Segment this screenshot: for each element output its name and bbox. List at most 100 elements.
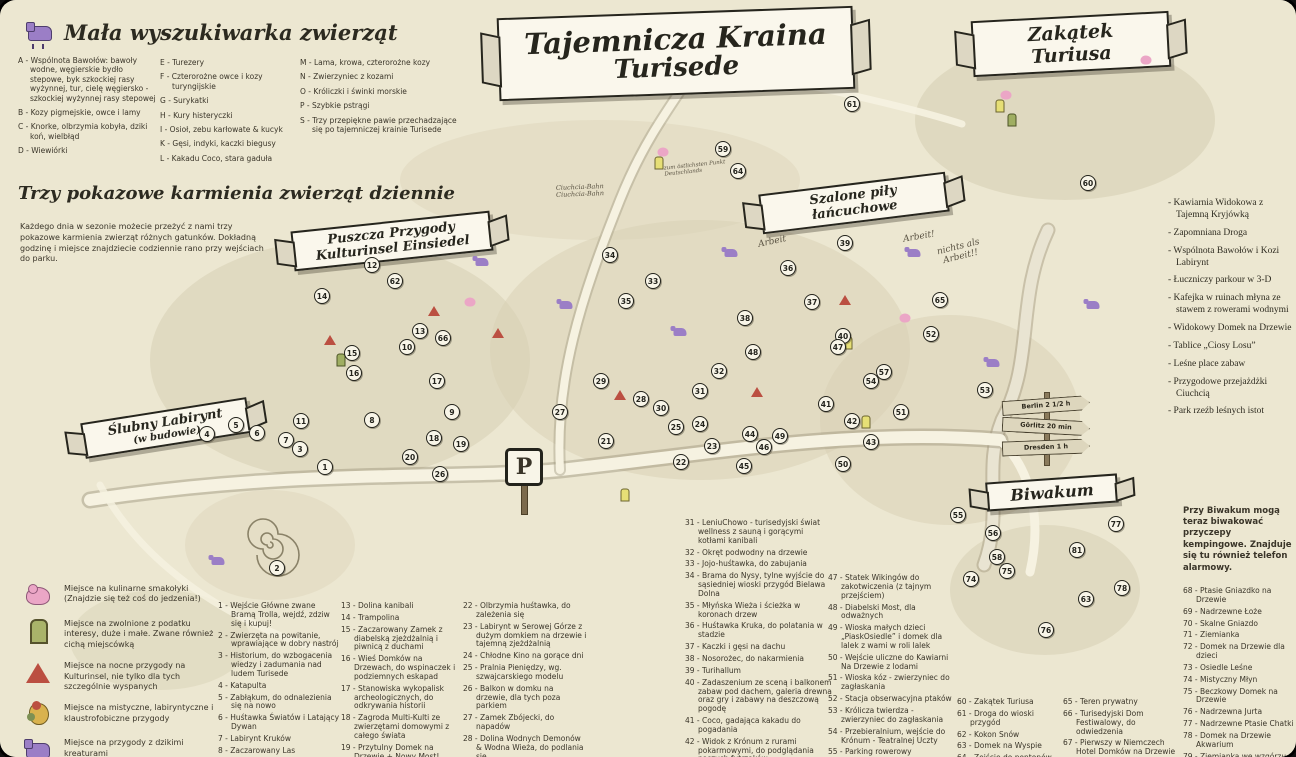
legend-item: 78 - Domek na Drzewie Akwarium: [1183, 730, 1272, 749]
map-marker-38: 38: [737, 310, 753, 326]
legend-item: 2 - Zwierzęta na powitanie, wprawiające …: [218, 630, 339, 649]
mystic-gnome-icon: [26, 703, 52, 727]
pink-icon: [464, 297, 476, 307]
legend-item: 38 - Nosorożec, do nakarmienia: [685, 653, 804, 663]
animal-finder-header: Mała wyszukiwarka zwierząt: [28, 20, 398, 45]
map-marker-34: 34: [602, 247, 618, 263]
legend-item: 3 - Historium, do wzbogacenia wiedzy i z…: [218, 651, 333, 678]
legend-item: 48 - Diabelski Most, dla odważnych: [828, 602, 916, 621]
map-marker-47: 47: [830, 339, 846, 355]
legend-item: 22 - Olbrzymia huśtawka, do zależenia si…: [463, 601, 571, 619]
attraction-list-item: - Park rzeźb leśnych istot: [1168, 406, 1265, 417]
map-marker-1: 1: [317, 459, 333, 475]
legend-item: 25 - Pralnia Pieniędzy, wg. szwajcarskie…: [463, 663, 564, 681]
map-marker-16: 16: [346, 365, 362, 381]
legend-item: 5 - Zabłąkum, do odnalezienia się na now…: [218, 692, 332, 711]
map-marker-35: 35: [618, 293, 634, 309]
map-marker-25: 25: [668, 419, 684, 435]
legend-item: 1 - Wejście Główne zwane Bramą Trolla, w…: [218, 601, 330, 628]
ribbon-tail-icon: [480, 32, 503, 89]
animal-finder-item: F - Czterorożne owce i kozy turyngijskie: [160, 72, 263, 91]
map-marker-33: 33: [645, 273, 661, 289]
legend-item: 33 - Jojo-huśtawka, do zabujania: [685, 559, 807, 569]
szalone-pily-label: Szalone piły łańcuchowe: [808, 182, 899, 224]
legend-item: 67 - Pierwszy w Niemczech Hotel Domków n…: [1063, 738, 1176, 757]
animal-finder-item: K - Gęsi, indyki, kaczki biegusy: [160, 139, 276, 149]
map-marker-29: 29: [593, 373, 609, 389]
animal-finder-col1: A - Wspólnota Bawołów: bawoły wodne, węg…: [18, 56, 156, 160]
animal-finder-title: Mała wyszukiwarka zwierząt: [64, 20, 398, 45]
legend-item: 54 - Przebieralnium, wejście do Krónum -…: [828, 726, 946, 745]
map-marker-3: 3: [292, 441, 308, 457]
legend-item: 52 - Stacja obserwacyjna ptaków: [828, 694, 952, 704]
cow-icon: [983, 357, 1000, 367]
pink-icon: [1140, 55, 1152, 65]
legend-item: 60 - Zakątek Turiusa: [957, 697, 1034, 706]
map-marker-23: 23: [704, 438, 720, 454]
legend-item: 49 - Wioska małych dzieci „PiaskOsiedle”…: [828, 623, 943, 650]
map-marker-15: 15: [344, 345, 360, 361]
animal-finder-item: B - Kozy pigmejskie, owce i lamy: [18, 107, 141, 117]
map-marker-14: 14: [314, 288, 330, 304]
map-marker-45: 45: [736, 458, 752, 474]
legend-col-5: 47 - Statek Wikingów do zakotwiczenia (z…: [828, 573, 958, 757]
legend-item: 24 - Chłodne Kino na gorące dni: [463, 651, 584, 661]
animal-finder-item: G - Surykatki: [160, 96, 209, 106]
legend-item: 27 - Zamek Zbójecki, do napadów: [463, 713, 555, 732]
map-marker-36: 36: [780, 260, 796, 276]
animal-finder-item: I - Osioł, zebu karłowate & kucyk: [160, 124, 283, 134]
legend-item: 71 - Ziemianka: [1183, 630, 1240, 640]
map-marker-77: 77: [1108, 516, 1124, 532]
legend-item: 26 - Balkon w domku na drzewie, dla tych…: [463, 683, 561, 711]
map-marker-44: 44: [742, 426, 758, 442]
icon-legend-row: Miejsce na mistyczne, labiryntyczne i kl…: [26, 703, 226, 727]
legend-item: 50 - Wejście uliczne do Kawiarni Na Drze…: [828, 652, 949, 671]
map-marker-53: 53: [977, 382, 993, 398]
legend-item: 73 - Osiedle Leśne: [1183, 662, 1253, 672]
purple-cow-icon: [26, 738, 52, 757]
pink-icon: [657, 147, 669, 157]
animal-finder-item: A - Wspólnota Bawołów: bawoły wodne, węg…: [18, 56, 156, 103]
icon-legend-row: Miejsce na przygody z dzikimi kreaturami: [26, 738, 226, 757]
door-yellow-icon: [995, 99, 1005, 113]
animal-finder-item: L - Kakadu Coco, stara gaduła: [160, 153, 273, 163]
map-marker-5: 5: [228, 417, 244, 433]
map-marker-4: 4: [199, 426, 215, 442]
icon-legend-row: Miejsce na nocne przygody na Kulturinsel…: [26, 661, 226, 692]
map-marker-28: 28: [633, 391, 649, 407]
map-marker-66: 66: [435, 330, 451, 346]
animal-finder-item: E - Turezery: [160, 58, 205, 67]
map-marker-32: 32: [711, 363, 727, 379]
map-marker-43: 43: [863, 434, 879, 450]
map-marker-74: 74: [963, 571, 979, 587]
legend-item: 66 - Turisedyjski Dom Festiwalowy, do od…: [1063, 708, 1144, 736]
tent-icon: [428, 306, 440, 316]
ciuchcia-bahn-label: Ciuchcia-Bahn Ciuchcia-Bahn: [556, 182, 604, 199]
pink-icon: [899, 313, 911, 323]
map-marker-7: 7: [278, 432, 294, 448]
map-marker-10: 10: [399, 339, 415, 355]
animal-finder-item: C - Knorke, olbrzymia kobyła, dziki koń,…: [18, 122, 148, 141]
legend-item: 14 - Trampolina: [341, 612, 400, 622]
map-marker-39: 39: [837, 235, 853, 251]
icon-legend-row: Miejsce na zwolnione z podatku interesy,…: [26, 619, 226, 650]
attraction-list-item: - Kafejka w ruinach młyna ze stawem z ro…: [1168, 293, 1289, 316]
legend-item: 79 - Ziemianka we wzgórzu: [1183, 751, 1287, 757]
door-yellow-icon: [861, 415, 871, 429]
map-marker-55: 55: [950, 507, 966, 523]
attraction-list-item: - Leśne place zabaw: [1168, 358, 1246, 369]
map-marker-48: 48: [745, 344, 761, 360]
map-marker-61: 61: [844, 96, 860, 112]
legend-item: 53 - Królicza twierdza - zwierzyniec do …: [828, 705, 944, 724]
parking-p-label: P: [505, 448, 543, 486]
animal-finder-item: O - Króliczki i świnki morskie: [300, 86, 407, 96]
ribbon-tail-icon: [954, 30, 977, 71]
ribbon-tail-icon: [274, 239, 298, 268]
attraction-list-item: - Kawiarnia Widokowa z Tajemną Kryjówką: [1168, 198, 1264, 220]
map-marker-63: 63: [1078, 591, 1094, 607]
